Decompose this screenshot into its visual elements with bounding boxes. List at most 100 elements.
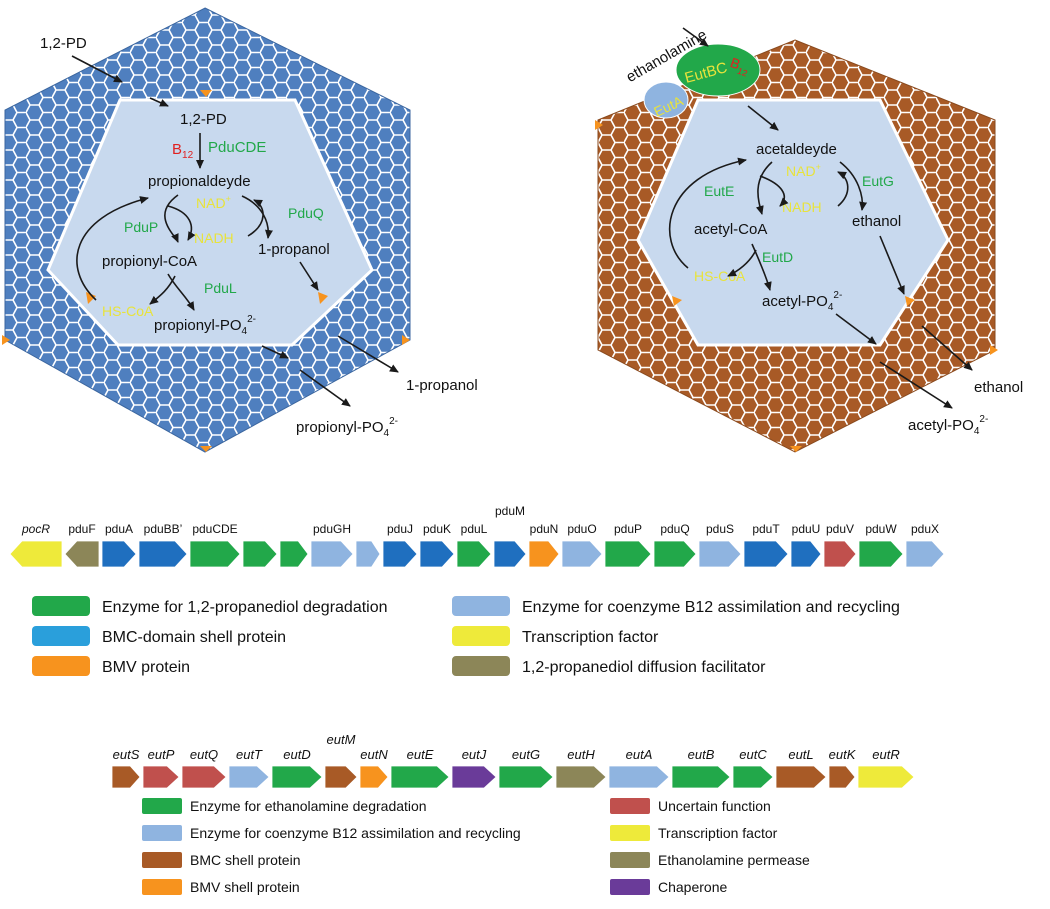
eut-legend-label: BMC shell protein xyxy=(190,852,301,868)
eut-phosphate-to-shell xyxy=(835,313,877,345)
eut-enzyme-e: EutE xyxy=(704,183,734,199)
pdu-nadh: NADH xyxy=(194,230,234,246)
eut-ethanol-to-vertex xyxy=(879,235,905,295)
eut-vertex-1 xyxy=(672,296,682,306)
eut-gene-arrow xyxy=(271,765,323,789)
eut-legend-label: Ethanolamine permease xyxy=(658,852,810,868)
pdu-curve-hscoa xyxy=(149,275,176,305)
eut-legend-swatch xyxy=(610,825,650,841)
eut-curve-hscoa xyxy=(727,249,757,277)
eut-gene-arrow xyxy=(732,765,774,789)
pdu-gene-arrow xyxy=(823,540,857,568)
pdu-microcompartment: 1,2-PD 1,2-PD B12 PduCDE propionaldeyde … xyxy=(2,7,478,453)
eut-legend-label: Transcription factor xyxy=(658,825,778,841)
pdu-legend-label: 1,2-propanediol diffusion facilitator xyxy=(522,659,766,676)
eut-legend-swatch xyxy=(610,879,650,895)
eut-gene-label: eutC xyxy=(739,747,767,762)
eut-legend-label: BMV shell protein xyxy=(190,879,300,895)
pdu-gene-label: pduL xyxy=(461,522,488,536)
pdu-legend-swatch xyxy=(32,596,90,616)
eut-vertex-4 xyxy=(990,345,998,355)
eut-gene-arrow xyxy=(359,765,389,789)
pdu-outside-substrate: 1,2-PD xyxy=(40,35,87,52)
pdu-curve-arrow-p xyxy=(164,194,179,243)
pdu-enzyme-cde: PduCDE xyxy=(208,139,266,156)
pdu-gene-label: pduV xyxy=(826,522,854,536)
pdu-gene-label: pduJ xyxy=(387,522,413,536)
eut-curve-arrow-e xyxy=(755,161,773,215)
pdu-legend-label: Enzyme for coenzyme B12 assimilation and… xyxy=(522,599,900,616)
pdu-vertex-5 xyxy=(402,335,410,345)
pdu-vertex-2 xyxy=(86,292,96,304)
eut-vertex-2 xyxy=(905,296,915,306)
eut-curve-nadh-nad xyxy=(837,171,849,207)
pdu-legend-label: BMC-domain shell protein xyxy=(102,629,286,646)
pdu-aldehyde: propionaldeyde xyxy=(148,173,251,190)
pdu-gene-label: pduF xyxy=(68,522,95,536)
pdu-legend: Enzyme for 1,2-propanediol degradationBM… xyxy=(32,596,900,676)
eut-legend-label: Uncertain function xyxy=(658,798,771,814)
eut-gene-label: eutJ xyxy=(462,747,487,762)
pdu-lumen xyxy=(46,98,374,347)
eut-ethanol-inside: ethanol xyxy=(852,213,901,230)
pdu-curve-arrow-l xyxy=(167,273,195,311)
eut-gene-label: eutR xyxy=(872,747,899,762)
eut-gene-label: eutH xyxy=(567,747,595,762)
eut-gene-arrow xyxy=(451,765,497,789)
pdu-gene-arrow xyxy=(653,540,697,568)
pdu-enzyme-q: PduQ xyxy=(288,205,324,221)
pdu-enzyme-l: PduL xyxy=(204,280,237,296)
eut-hscoa-loop xyxy=(668,157,747,269)
eut-gene-arrow xyxy=(775,765,827,789)
pdu-gene-arrow xyxy=(419,540,455,568)
pdu-gene-arrow xyxy=(279,540,309,568)
eut-nadh: NADH xyxy=(782,199,822,215)
pdu-propanol-to-vertex xyxy=(299,261,319,291)
pdu-gene-label: pduA xyxy=(105,522,133,536)
eut-legend-swatch xyxy=(142,825,182,841)
eut-gene-label: eutK xyxy=(829,747,857,762)
eut-gene-label: eutT xyxy=(236,747,263,762)
eut-gene-arrow xyxy=(498,765,554,789)
eut-gene-label: eutE xyxy=(407,747,434,762)
pdu-gene-label: pduS xyxy=(706,522,734,536)
pdu-gene-arrow xyxy=(858,540,904,568)
pdu-gene-label: pduCDE xyxy=(192,522,237,536)
pdu-gene-arrow xyxy=(790,540,822,568)
pdu-curve-nadh-nad xyxy=(247,199,264,237)
eut-gene-arrow xyxy=(608,765,670,789)
pdu-vertex-4 xyxy=(2,335,10,345)
pdu-uptake-arrow-2 xyxy=(149,97,169,107)
eut-a-protein xyxy=(643,81,689,119)
eut-legend: Enzyme for ethanolamine degradationEnzym… xyxy=(142,798,810,895)
eut-enzyme-d: EutD xyxy=(762,249,793,265)
eut-gene-label: eutM xyxy=(327,732,356,747)
pdu-gene-arrow xyxy=(698,540,742,568)
eut-gene-arrow xyxy=(671,765,731,789)
eut-gene-label: eutG xyxy=(512,747,540,762)
eut-gene-label: eutP xyxy=(148,747,175,762)
eut-phosphate-out: acetyl-PO42- xyxy=(908,414,988,437)
pdu-gene-label: pduW xyxy=(865,522,897,536)
pdu-phosphate-inside: propionyl-PO42- xyxy=(154,314,256,337)
eut-gene-label: eutA xyxy=(626,747,653,762)
eut-gene-label: eutS xyxy=(113,747,140,762)
pdu-gene-arrow xyxy=(101,540,137,568)
pdu-gene-label: pocR xyxy=(21,522,50,536)
pdu-gene-label: pduM xyxy=(495,504,525,518)
eut-aldehyde: acetaldeyde xyxy=(756,141,837,158)
eut-ethanol-export xyxy=(921,325,973,371)
eut-gene-arrow xyxy=(324,765,358,789)
eut-enzyme-g: EutG xyxy=(862,173,894,189)
pdu-phosphate-export xyxy=(299,369,351,407)
eut-gene-arrow xyxy=(828,765,856,789)
eut-vertex-3 xyxy=(595,120,603,130)
pdu-hs-coa: HS-CoA xyxy=(102,303,154,319)
pdu-gene-arrow xyxy=(9,540,63,568)
eut-gene-arrow xyxy=(390,765,450,789)
pdu-gene-label: pduX xyxy=(911,522,939,536)
eut-gene-label: eutN xyxy=(360,747,388,762)
eut-acyl-coa: acetyl-CoA xyxy=(694,221,767,238)
